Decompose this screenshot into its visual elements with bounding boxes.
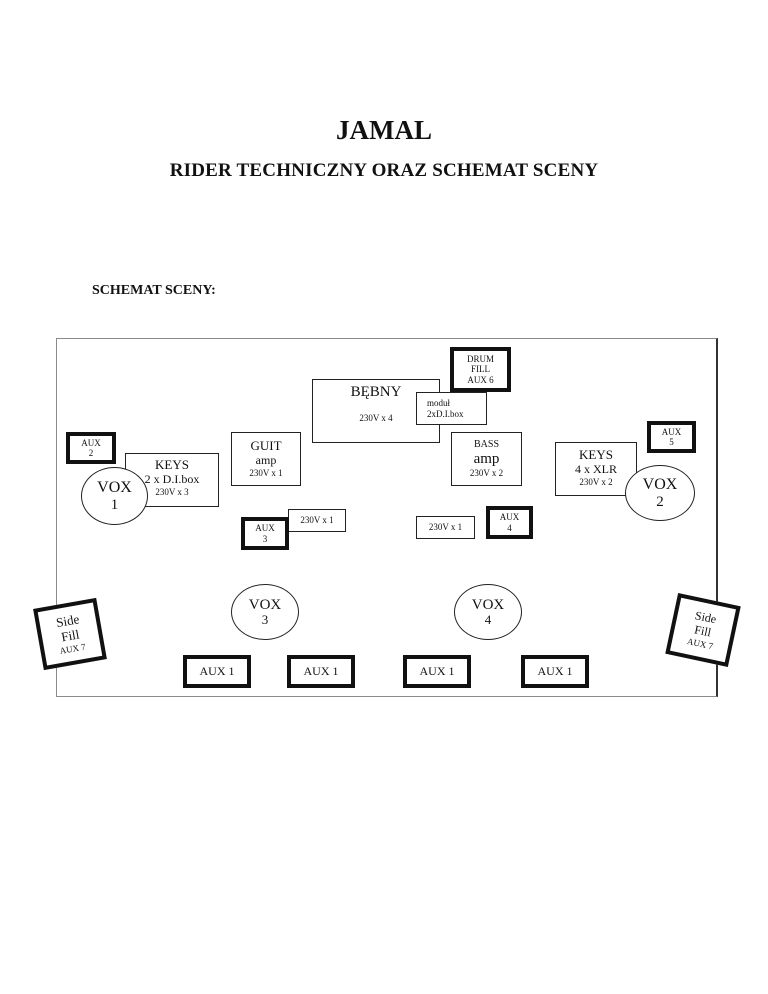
document-subtitle: RIDER TECHNICZNY ORAZ SCHEMAT SCENY	[169, 160, 599, 181]
keys-right-box: KEYS 4 x XLR 230V x 2	[555, 442, 637, 496]
aux3-line2: 3	[262, 533, 268, 544]
vox2-line2: 2	[656, 493, 664, 510]
monitor-label: AUX 1	[199, 663, 235, 678]
drum-module-box: moduł 2xD.I.box	[416, 392, 487, 425]
stage-plot-frame	[56, 338, 718, 697]
drum-fill-line1: DRUM	[466, 353, 494, 364]
keys-left-line1: KEYS	[155, 457, 189, 472]
guit-amp-box: GUIT amp 230V x 1	[231, 432, 301, 486]
bass-power: 230V x 2	[469, 468, 504, 479]
aux2-monitor: AUX 2	[66, 432, 116, 464]
vox1-line2: 1	[110, 496, 119, 513]
section-heading: SCHEMAT SCENY:	[92, 283, 216, 298]
aux2-line1: AUX	[81, 437, 101, 448]
aux5-line2: 5	[669, 437, 674, 447]
vox3-line1: VOX	[248, 596, 282, 613]
monitor-label: AUX 1	[303, 663, 339, 678]
monitor-label: AUX 1	[537, 663, 573, 678]
vox3-line2: 3	[261, 612, 269, 628]
drums-power: 230V x 4	[359, 413, 393, 424]
drum-fill-line3: AUX 6	[467, 374, 494, 385]
bass-line2: amp	[473, 450, 500, 467]
drums-label: BĘBNY	[350, 384, 402, 400]
keys-left-power: 230V x 3	[155, 486, 189, 497]
drum-module-line2: 2xD.I.box	[427, 408, 464, 419]
aux4-line2: 4	[507, 522, 512, 533]
document-title: JAMAL	[336, 115, 432, 145]
monitor-label: AUX 1	[419, 663, 455, 678]
vox4-line2: 4	[484, 612, 492, 628]
vox4-mic: VOX 4	[454, 584, 522, 640]
vox1-mic: VOX 1	[81, 467, 148, 525]
power-right-box: 230V x 1	[416, 516, 475, 539]
aux3-line1: AUX	[255, 523, 275, 534]
aux4-monitor: AUX 4	[486, 506, 533, 539]
power-left-label: 230V x 1	[300, 515, 334, 526]
aux4-line1: AUX	[499, 512, 520, 523]
monitor-wedge: AUX 1	[521, 655, 589, 688]
side-fill-right-line3: AUX 7	[686, 635, 715, 651]
monitor-wedge: AUX 1	[287, 655, 355, 688]
keys-right-line1: KEYS	[579, 447, 613, 462]
drum-module-line1: moduł	[427, 398, 451, 409]
guit-line1: GUIT	[250, 438, 282, 454]
aux5-monitor: AUX 5	[647, 421, 696, 453]
aux5-line1: AUX	[661, 426, 682, 437]
keys-right-line2: 4 x XLR	[575, 461, 617, 476]
vox2-mic: VOX 2	[625, 465, 695, 521]
drum-fill-monitor: DRUM FILL AUX 6	[450, 347, 511, 392]
monitor-wedge: AUX 1	[403, 655, 471, 688]
vox4-line1: VOX	[471, 596, 505, 613]
bass-line1: BASS	[473, 439, 499, 451]
aux3-monitor: AUX 3	[241, 517, 289, 550]
drum-fill-line2: FILL	[471, 364, 490, 375]
vox3-mic: VOX 3	[231, 584, 299, 640]
keys-left-line2: 2 x D.I.box	[144, 471, 200, 486]
power-left-box: 230V x 1	[288, 509, 346, 532]
side-fill-left: Side Fill AUX 7	[33, 597, 107, 671]
side-fill-right: Side Fill AUX 7	[665, 593, 741, 667]
vox1-line1: VOX	[97, 478, 132, 496]
keys-right-power: 230V x 2	[579, 476, 613, 487]
aux2-line2: 2	[88, 448, 94, 458]
vox2-line1: VOX	[642, 475, 678, 493]
bass-amp-box: BASS amp 230V x 2	[451, 432, 522, 486]
monitor-wedge: AUX 1	[183, 655, 251, 688]
guit-power: 230V x 1	[249, 468, 283, 479]
guit-line2: amp	[255, 453, 277, 468]
power-right-label: 230V x 1	[428, 522, 463, 533]
